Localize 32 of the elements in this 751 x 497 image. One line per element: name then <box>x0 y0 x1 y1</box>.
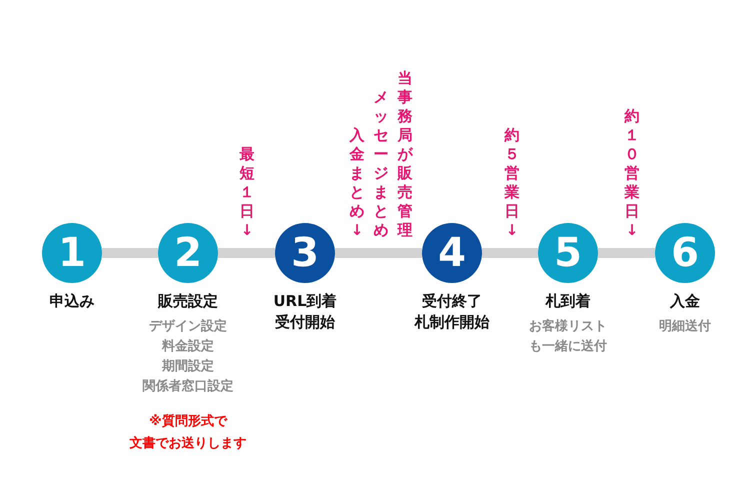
step-title: 入金 <box>670 291 700 312</box>
timing-note: 当事務局が販売管理 <box>396 69 414 240</box>
step-detail: 関係者窓口設定 <box>142 378 234 396</box>
step-title: 受付終了 <box>422 291 482 312</box>
step-detail: 料金設定 <box>162 338 214 356</box>
step-detail: デザイン設定 <box>149 318 227 336</box>
connector-line <box>102 248 158 258</box>
step-detail: 期間設定 <box>162 358 214 376</box>
step-circle: 1 <box>42 223 102 283</box>
connector-line <box>218 248 275 258</box>
step-circle: 4 <box>422 223 482 283</box>
note-text: ※質問形式で <box>149 412 227 431</box>
connector-line <box>482 248 538 258</box>
timing-note: 約５営業日↓ <box>503 126 520 240</box>
step-circle: 2 <box>158 223 218 283</box>
step-detail: お客様リストも一緒に送付 <box>528 318 608 356</box>
step-circle: 3 <box>275 223 335 283</box>
step-circle: 5 <box>538 223 598 283</box>
step-title: 札制作開始 <box>414 312 490 333</box>
step-title: 受付開始 <box>275 312 335 333</box>
timing-note: メッセージまとめ <box>372 88 390 240</box>
timing-note: 約１０営業日↓ <box>623 107 640 240</box>
step-title: URL到着 <box>273 291 337 312</box>
step-title: 販売設定 <box>158 291 218 312</box>
step-detail: 明細送付 <box>659 318 711 336</box>
step-circle: 6 <box>655 223 715 283</box>
step-title: 札到着 <box>546 291 590 312</box>
timing-note: 入金まとめ↓ <box>348 126 366 240</box>
note-text: 文書でお送りします <box>130 434 246 453</box>
step-title: 申込み <box>50 291 94 312</box>
connector-line <box>335 248 422 258</box>
timing-note: 最短１日↓ <box>238 145 256 240</box>
